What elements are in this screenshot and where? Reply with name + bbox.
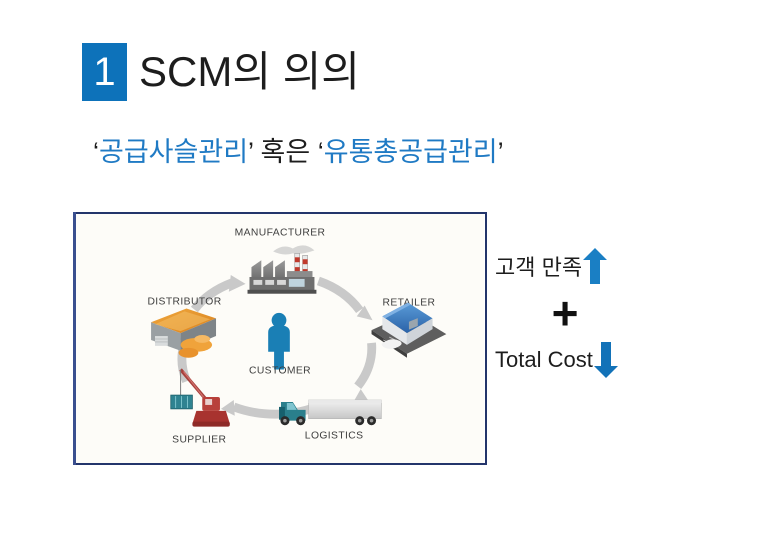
satisfaction-annotation: 고객 만족 <box>495 245 655 287</box>
scm-cycle-diagram: MANUFACTURER <box>76 214 484 463</box>
node-label-manufacturer: MANUFACTURER <box>235 228 326 239</box>
node-label-logistics: LOGISTICS <box>305 430 364 441</box>
satisfaction-label: 고객 만족 <box>495 255 583 280</box>
total-cost-label: Total Cost <box>495 347 593 372</box>
subtitle-quote-close-1: ’ <box>248 137 254 167</box>
node-label-retailer: RETAILER <box>382 298 435 309</box>
subtitle-quote-close-2: ’ <box>497 137 504 167</box>
page-title: SCM의 의의 <box>139 48 360 95</box>
arrow-down-icon <box>593 342 618 378</box>
scm-diagram-image: MANUFACTURER <box>73 212 487 465</box>
node-retailer: RETAILER <box>371 298 447 358</box>
subtitle-term-1: 공급사슬관리 <box>99 137 249 167</box>
warehouse-icon <box>151 308 217 358</box>
arrow-up-icon <box>583 248 608 284</box>
total-cost-annotation: Total Cost <box>495 339 655 381</box>
store-icon <box>371 302 447 358</box>
crane-icon <box>170 368 230 427</box>
node-label-supplier: SUPPLIER <box>172 434 226 445</box>
factory-icon <box>247 260 317 294</box>
slide-number-badge: 1 <box>82 43 127 101</box>
plus-operator: + <box>551 287 579 339</box>
node-label-distributor: DISTRIBUTOR <box>147 297 221 308</box>
annotation-column: 고객 만족 + Total Cost <box>495 245 655 381</box>
node-logistics: LOGISTICS <box>279 399 382 441</box>
truck-icon <box>279 399 382 426</box>
node-manufacturer: MANUFACTURER <box>235 228 326 294</box>
subtitle-connector: 혹은 <box>253 137 318 167</box>
slide-subtitle: ‘공급사슬관리’ 혹은 ‘유통총공급관리’ <box>93 134 563 170</box>
slide-title-row: 1 SCM의 의의 <box>82 43 360 101</box>
subtitle-quote-open-1: ‘ <box>93 137 99 167</box>
subtitle-term-2: 유통총공급관리 <box>323 137 498 167</box>
node-distributor: DISTRIBUTOR <box>147 297 221 358</box>
person-icon <box>268 312 290 370</box>
subtitle-quote-open-2: ‘ <box>317 137 324 167</box>
node-supplier: SUPPLIER <box>170 368 230 445</box>
node-label-customer: CUSTOMER <box>249 365 311 376</box>
node-customer: CUSTOMER <box>249 312 311 376</box>
